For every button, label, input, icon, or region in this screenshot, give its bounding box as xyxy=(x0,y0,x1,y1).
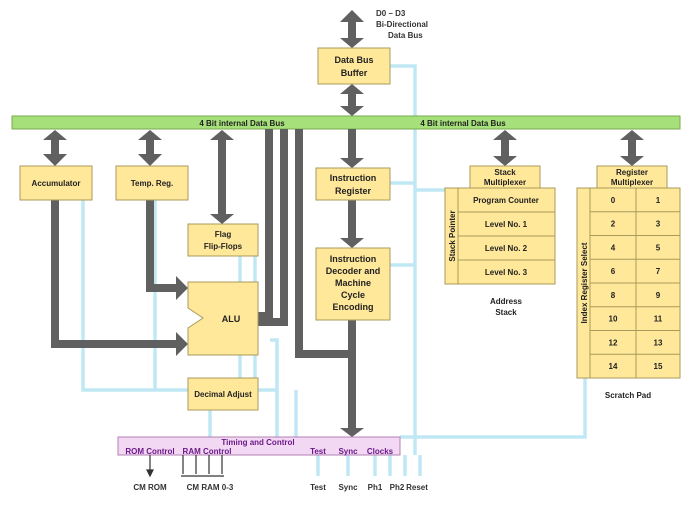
alu-label: ALU xyxy=(222,314,241,324)
bus-label-right: 4 Bit internal Data Bus xyxy=(420,119,506,128)
scratch-cell-right: 1 xyxy=(656,196,661,205)
reg-mux-line1: Register xyxy=(616,168,648,177)
scratch-cell-right: 15 xyxy=(654,362,663,371)
timing-and-control xyxy=(117,436,401,456)
accumulator-label: Accumulator xyxy=(32,179,81,188)
decoder-line2: Decoder and xyxy=(326,266,381,276)
scratch-cell-left: 10 xyxy=(609,315,618,324)
stack-row-0: Program Counter xyxy=(473,196,539,205)
internal-data-bus xyxy=(11,115,681,130)
data-arrows xyxy=(43,10,644,437)
alu xyxy=(187,281,259,356)
index-register-select-label: Index Register Select xyxy=(580,242,589,323)
scratch-cell-left: 6 xyxy=(611,267,616,276)
stack-row-2: Level No. 2 xyxy=(485,244,528,253)
scratch-cell-right: 11 xyxy=(654,315,663,324)
ir-line1: Instruction xyxy=(330,173,377,183)
timing-clocks: Clocks xyxy=(367,447,394,456)
reg-mux-line2: Multiplexer xyxy=(611,178,653,187)
data-bus-buffer-line2: Buffer xyxy=(341,68,368,78)
scratch-cell-right: 5 xyxy=(656,243,661,252)
temp-reg-label: Temp. Reg. xyxy=(131,179,174,188)
top-label-line1: D0 – D3 xyxy=(376,9,406,18)
temp-reg xyxy=(115,165,189,201)
decimal-adjust-label: Decimal Adjust xyxy=(194,390,252,399)
pin-reset: Reset xyxy=(406,483,428,492)
decoder-line1: Instruction xyxy=(330,254,377,264)
scratch-cell-right: 13 xyxy=(654,338,663,347)
flag-line2: Flip-Flops xyxy=(204,242,243,251)
address-stack-caption-2: Stack xyxy=(495,308,517,317)
scratch-cell-right: 9 xyxy=(656,291,661,300)
scratch-cell-left: 8 xyxy=(611,291,616,300)
decoder-line5: Encoding xyxy=(333,302,374,312)
decoder-line3: Machine xyxy=(335,278,371,288)
accumulator xyxy=(19,165,93,201)
output-pin-lines xyxy=(146,455,224,478)
scratch-cell-left: 12 xyxy=(609,338,618,347)
scratch-cell-left: 14 xyxy=(609,362,618,371)
scratch-cell-right: 3 xyxy=(656,220,661,229)
bus-label-left: 4 Bit internal Data Bus xyxy=(199,119,285,128)
stack-pointer-label: Stack Pointer xyxy=(448,210,457,261)
address-stack-caption-1: Address xyxy=(490,297,523,306)
decoder-line4: Cycle xyxy=(341,290,365,300)
pin-ph1: Ph1 xyxy=(368,483,383,492)
flag-line1: Flag xyxy=(215,230,232,239)
stack-row-3: Level No. 3 xyxy=(485,268,528,277)
stack-row-1: Level No. 1 xyxy=(485,220,528,229)
signal-lines xyxy=(81,64,587,476)
scratch-cell-left: 0 xyxy=(611,196,616,205)
scratch-cell-right: 7 xyxy=(656,267,661,276)
pin-ph2: Ph2 xyxy=(390,483,405,492)
ir-line2: Register xyxy=(335,186,372,196)
flag-flip-flops xyxy=(187,223,259,257)
pin-test: Test xyxy=(310,483,326,492)
stack-mux-line1: Stack xyxy=(494,168,516,177)
pin-cm-ram: CM RAM 0-3 xyxy=(187,483,234,492)
timing-ram-control: RAM Control xyxy=(183,447,232,456)
timing-rom-control: ROM Control xyxy=(125,447,174,456)
stack-mux-line2: Multiplexer xyxy=(484,178,526,187)
top-label-line2: Bi-Directional xyxy=(376,20,428,29)
pin-cm-rom: CM ROM xyxy=(133,483,167,492)
pin-sync: Sync xyxy=(338,483,358,492)
timing-title: Timing and Control xyxy=(221,438,294,447)
scratch-pad-caption: Scratch Pad xyxy=(605,391,651,400)
instruction-decoder xyxy=(315,247,391,321)
data-bus-buffer xyxy=(317,47,391,85)
timing-sync: Sync xyxy=(338,447,358,456)
scratch-cell-left: 4 xyxy=(611,243,616,252)
instruction-register xyxy=(315,167,391,201)
top-label-line3: Data Bus xyxy=(388,31,423,40)
data-bus-buffer-line1: Data Bus xyxy=(334,55,373,65)
timing-test: Test xyxy=(310,447,326,456)
decimal-adjust xyxy=(187,377,259,411)
scratch-cell-left: 2 xyxy=(611,220,616,229)
